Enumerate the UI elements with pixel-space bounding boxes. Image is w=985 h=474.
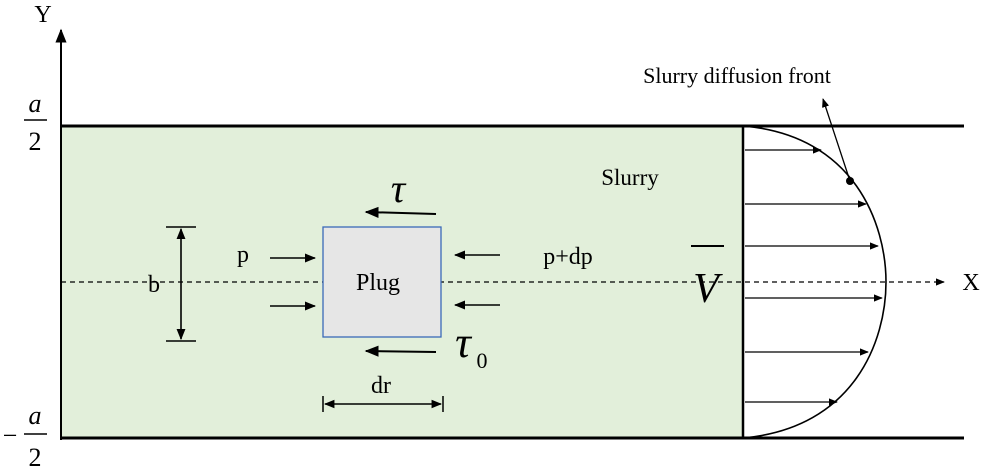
diffusion-front-pointer: [822, 98, 850, 179]
velocity-profile-arrows: [745, 146, 883, 406]
tau0-subscript: 0: [477, 348, 488, 373]
velocity-profile-curve: [742, 125, 887, 439]
x-axis-label: X: [962, 270, 979, 296]
y-tick-top-numerator: a: [29, 89, 42, 118]
p-dp-label: p+dp: [543, 244, 593, 270]
dr-label: dr: [371, 373, 391, 399]
slurry-label: Slurry: [601, 165, 659, 190]
tau-arrow: [364, 206, 437, 218]
p-label: p: [237, 242, 249, 268]
y-tick-bottom: − a 2: [3, 401, 47, 472]
diffusion-front-point: [846, 177, 854, 185]
plug-label: Plug: [356, 270, 400, 296]
b-label: b: [148, 272, 160, 298]
plug-element: [322, 226, 442, 338]
y-tick-top-denominator: 2: [29, 127, 42, 156]
diffusion-front-label: Slurry diffusion front: [643, 63, 831, 88]
y-tick-bottom-numerator: a: [29, 401, 42, 430]
y-axis-label: Y: [34, 2, 51, 28]
y-tick-top: a 2: [24, 89, 47, 156]
v-bar-label: V: [693, 266, 723, 312]
tau-symbol: τ: [391, 166, 407, 211]
tau0-arrow: [364, 345, 437, 357]
y-tick-bottom-sign: −: [3, 421, 18, 450]
tau0-symbol: τ: [455, 318, 473, 367]
y-tick-bottom-denominator: 2: [29, 443, 42, 472]
